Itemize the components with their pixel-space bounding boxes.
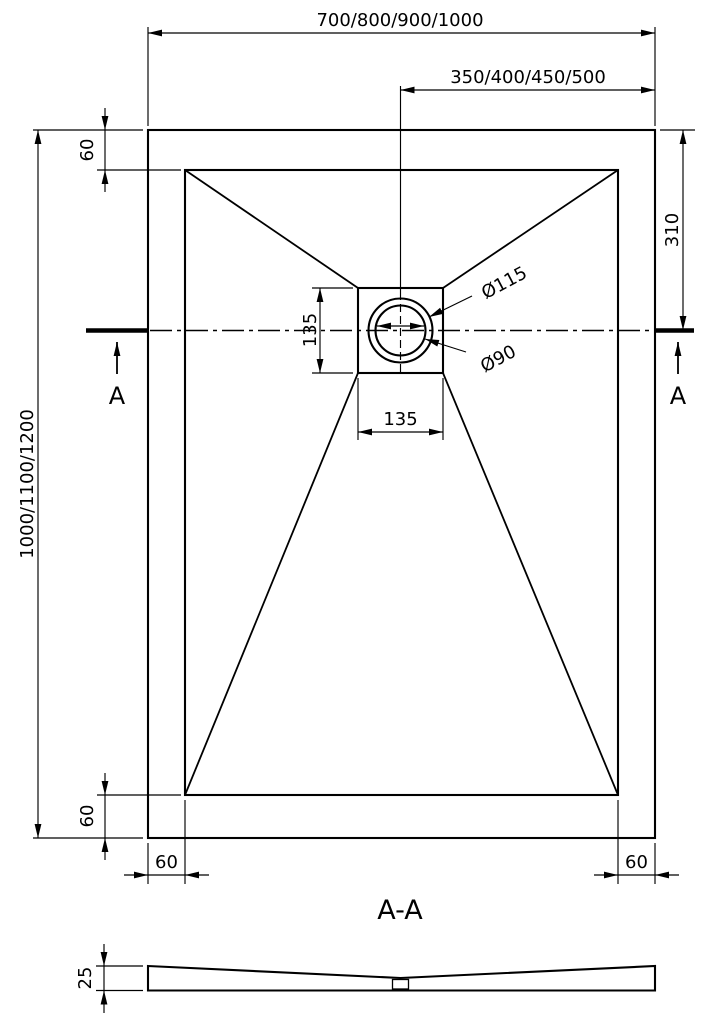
dim-dia-inner: Ø90	[477, 341, 520, 377]
slope-line-top-right	[442, 169, 619, 289]
section-drain-recess	[391, 978, 410, 990]
section-marker-label-right: A	[670, 382, 687, 410]
dim-rim-left: 60	[155, 852, 178, 873]
dim-drain-height: 135	[300, 313, 321, 347]
dim-center-to-edge: 350/400/450/500	[450, 67, 606, 88]
tray-outer-outline	[146, 128, 657, 840]
dim-dia-outer: Ø115	[478, 262, 531, 303]
slope-line-bottom-right	[442, 372, 619, 796]
dim-overall-width: 700/800/900/1000	[316, 10, 483, 31]
section-title: A-A	[377, 895, 423, 926]
dim-overall-length: 1000/1100/1200	[17, 409, 38, 559]
dim-drain-from-top: 310	[662, 213, 683, 247]
slope-line-top-left	[184, 169, 359, 289]
dim-drain-width: 135	[383, 409, 417, 430]
slope-line-bottom-left	[184, 372, 359, 796]
leader-dia-outer	[428, 295, 473, 318]
leader-dia-inner	[424, 338, 467, 353]
dim-thickness: 25	[75, 967, 96, 990]
tray-inner-wall	[183, 168, 620, 797]
dim-rim-top: 60	[77, 139, 98, 162]
dim-rim-bottom: 60	[77, 805, 98, 828]
section-profile	[146, 964, 657, 992]
section-marker-label-left: A	[109, 382, 126, 410]
dim-rim-right: 60	[625, 852, 648, 873]
